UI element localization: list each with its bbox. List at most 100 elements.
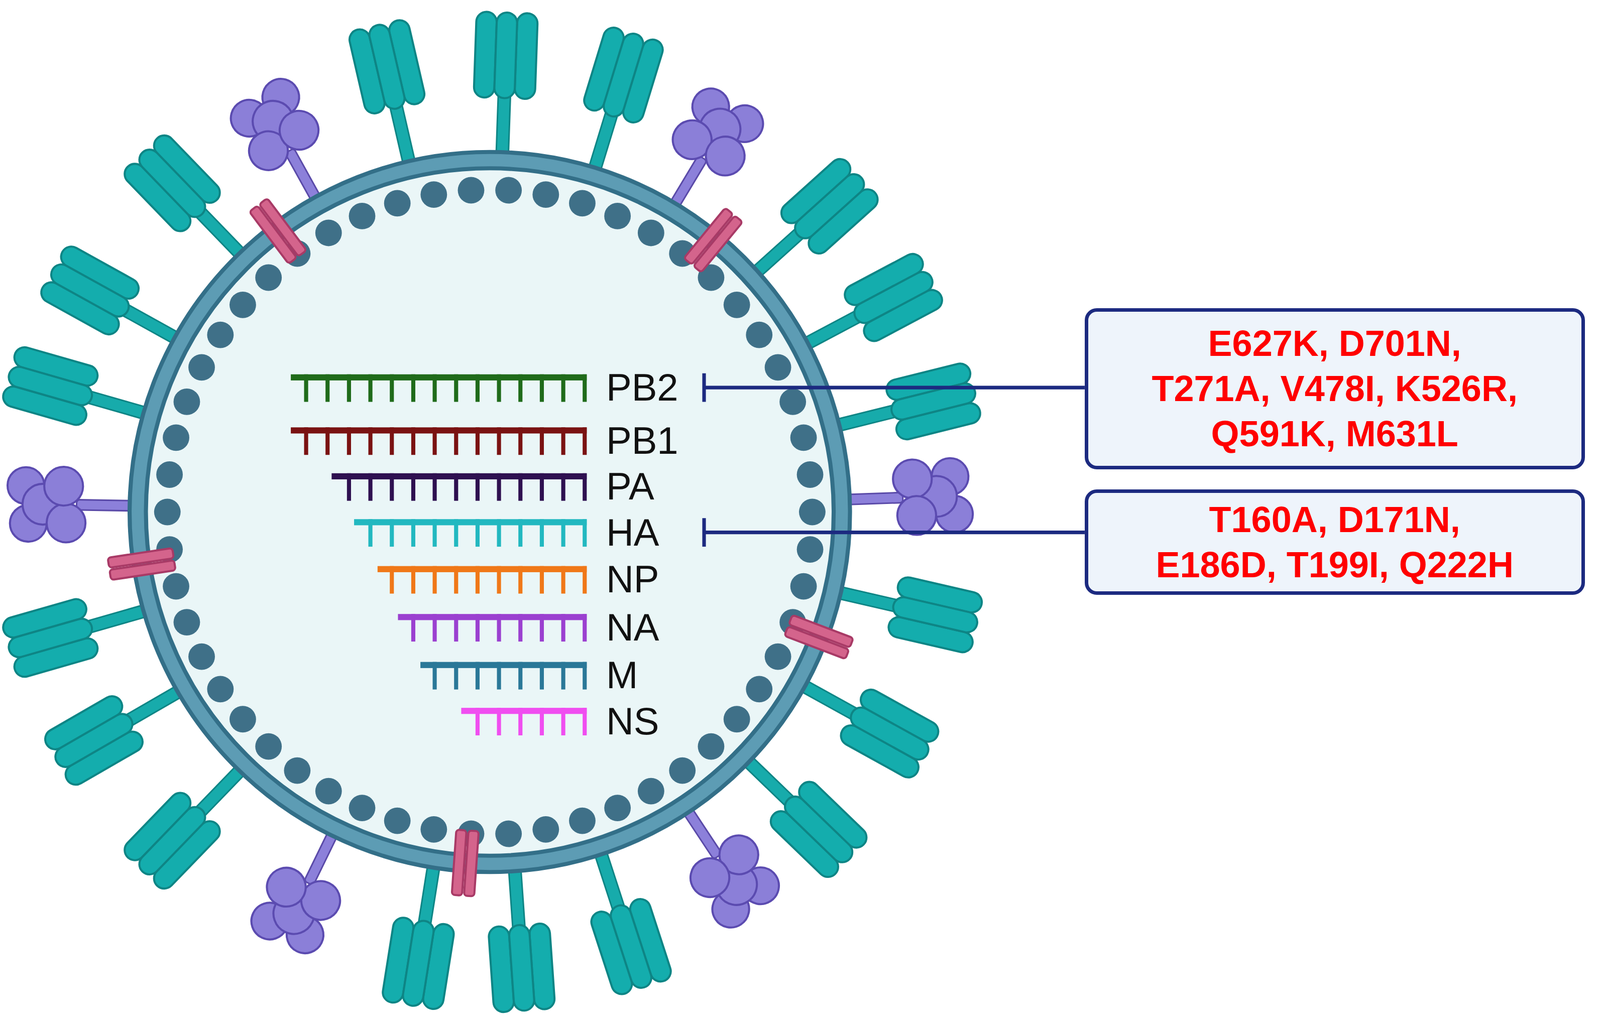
segment-tooth xyxy=(368,427,373,455)
na-head xyxy=(272,103,326,157)
ha-spikes xyxy=(0,11,984,1014)
ha-head xyxy=(494,12,518,99)
na-head xyxy=(698,129,752,183)
segment-tooth xyxy=(453,427,459,455)
segment-tooth xyxy=(453,662,459,691)
m2-channel xyxy=(451,830,480,897)
rna-segment xyxy=(290,427,587,455)
matrix-protein xyxy=(162,573,190,601)
matrix-protein xyxy=(154,499,181,526)
segment-tooth xyxy=(497,614,502,642)
segment-tooth xyxy=(497,708,502,736)
m2-bar xyxy=(693,215,743,273)
matrix-protein xyxy=(723,706,751,733)
m2-channel xyxy=(784,615,854,660)
segment-label: HA xyxy=(606,513,660,552)
matrix-protein xyxy=(420,816,447,844)
segment-tooth xyxy=(475,566,480,595)
membrane-outer xyxy=(137,160,842,865)
segment-backbone xyxy=(354,519,587,526)
ha-head xyxy=(401,920,435,1008)
matrix-protein xyxy=(384,808,411,835)
segment-tooth xyxy=(582,374,587,403)
m2-channels xyxy=(107,198,854,897)
matrix-protein xyxy=(255,733,282,761)
segment-tooth xyxy=(411,614,416,642)
ha-head xyxy=(601,31,646,120)
segment-tooth xyxy=(539,374,544,403)
matrix-protein xyxy=(568,189,596,217)
segment-tooth xyxy=(389,566,394,595)
segment-tooth xyxy=(561,662,566,691)
ha-head xyxy=(51,710,137,772)
matrix-protein xyxy=(745,321,773,349)
segment-tooth xyxy=(539,519,544,547)
rna-segments xyxy=(290,374,587,736)
rna-segment xyxy=(377,566,588,595)
matrix-protein xyxy=(206,675,234,703)
segment-tooth xyxy=(497,519,502,547)
segment-tooth xyxy=(453,566,459,595)
ha-head xyxy=(6,616,95,660)
matrix-protein xyxy=(764,643,792,671)
segment-tooth xyxy=(368,473,373,502)
segment-label: NP xyxy=(606,560,660,599)
segment-tooth xyxy=(518,519,523,547)
m2-channel xyxy=(249,198,307,265)
segment-tooth xyxy=(497,473,502,502)
segment-tooth xyxy=(497,566,502,595)
segment-tooth xyxy=(475,374,480,403)
segment-tooth xyxy=(518,566,523,595)
matrix-protein xyxy=(764,354,792,381)
segment-tooth xyxy=(325,374,330,403)
rna-segment xyxy=(461,708,587,736)
matrix-protein xyxy=(188,643,215,671)
matrix-protein xyxy=(162,424,190,452)
segment-label: PB1 xyxy=(606,421,679,461)
na-head xyxy=(46,503,86,544)
segment-tooth xyxy=(582,566,587,595)
segment-tooth xyxy=(389,427,394,455)
matrix-protein xyxy=(568,808,596,835)
segment-tooth xyxy=(561,614,566,642)
segment-tooth xyxy=(539,566,544,595)
matrix-protein xyxy=(637,219,665,247)
segment-tooth xyxy=(432,662,437,691)
mutation-list: T160A, D171N, E186D, T199I, Q222H xyxy=(1100,497,1570,588)
matrix-protein xyxy=(637,778,665,806)
segment-tooth xyxy=(561,473,566,502)
matrix-protein xyxy=(420,181,447,208)
ha-head xyxy=(135,145,210,222)
segment-tooth xyxy=(518,662,523,691)
rna-segment xyxy=(331,473,587,502)
segment-tooth xyxy=(304,374,309,403)
rna-segment xyxy=(420,662,587,691)
ha-head xyxy=(367,22,407,111)
matrix-protein xyxy=(315,219,342,247)
leader-tick xyxy=(702,518,706,547)
leader-line xyxy=(704,530,1085,535)
segment-tooth xyxy=(518,708,523,736)
matrix-protein xyxy=(206,321,234,349)
matrix-protein xyxy=(283,757,311,785)
rna-segment xyxy=(354,519,587,547)
m2-channel xyxy=(107,548,176,581)
matrix-protein xyxy=(173,609,201,636)
segment-tooth xyxy=(389,519,394,547)
segment-tooth xyxy=(432,473,437,502)
segment-tooth xyxy=(561,566,566,595)
matrix-protein xyxy=(349,794,376,822)
matrix-protein xyxy=(698,733,725,761)
ha-head xyxy=(47,261,133,321)
segment-tooth xyxy=(453,473,459,502)
na-head xyxy=(682,851,737,905)
segment-tooth xyxy=(539,708,544,736)
matrix-protein xyxy=(349,202,376,230)
ha-head xyxy=(508,925,535,1012)
m2-bar xyxy=(107,548,174,568)
matrix-protein xyxy=(173,388,201,416)
segment-label: NS xyxy=(606,702,660,741)
matrix-protein xyxy=(532,816,559,844)
segment-tooth xyxy=(497,374,502,403)
matrix-protein xyxy=(745,675,773,703)
